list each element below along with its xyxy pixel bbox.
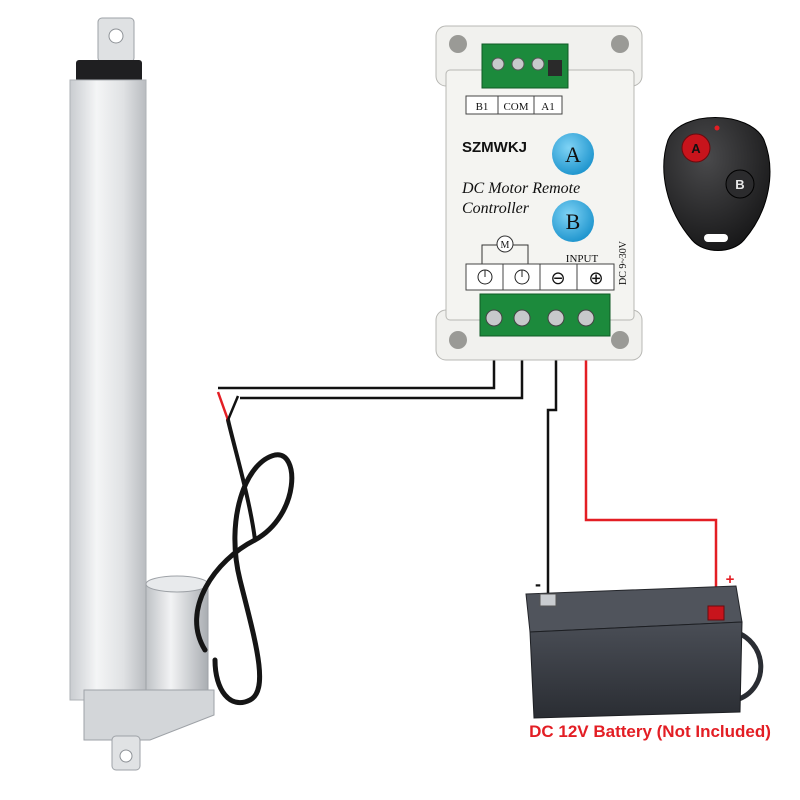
controller-title-line1: DC Motor Remote [461, 180, 580, 197]
controller-button-b-label: B [566, 209, 581, 234]
terminal-screw [513, 309, 531, 327]
controller-button-b[interactable] [552, 200, 594, 242]
controller-button-a-label: A [565, 142, 581, 167]
remote-led [714, 125, 720, 131]
battery-negative-wire [546, 330, 558, 598]
linear-actuator [69, 17, 215, 771]
actuator-tube [69, 79, 147, 701]
mount-hole [611, 331, 629, 349]
relay-component [548, 60, 562, 76]
battery-plus-label: + [726, 571, 735, 588]
mount-hole [611, 35, 629, 53]
terminal-screw [531, 57, 545, 71]
remote-button-a-label: A [691, 141, 701, 156]
positive-terminal-symbol: ⊕ [588, 268, 603, 288]
actuator-lead-black [226, 395, 240, 421]
mount-hole [449, 35, 467, 53]
battery-positive-wire [584, 330, 718, 605]
remote-fob: A B [663, 117, 771, 251]
actuator-gearbox [83, 689, 215, 741]
input-label: INPUT [566, 253, 599, 265]
motor-symbol [496, 235, 514, 253]
relay-label-b1: B1 [476, 101, 489, 113]
controller-brand: SZMWKJ [462, 139, 527, 156]
terminal-screw [577, 309, 595, 327]
relay-label-strip [465, 95, 563, 115]
battery: - + [525, 571, 764, 719]
actuator-cable-lead [226, 418, 257, 542]
remote-button-a[interactable] [681, 133, 711, 163]
negative-terminal-symbol: ⊖ [550, 268, 565, 288]
actuator-seal-ring [76, 60, 142, 82]
controller-box: B1 COM A1 SZMWKJ DC Motor Remote Control… [435, 25, 643, 361]
actuator-motor-cap [145, 575, 209, 593]
terminal-screw [485, 309, 503, 327]
actuator-cable [194, 452, 295, 705]
battery-positive-terminal [707, 605, 725, 621]
actuator-bottom-hole [119, 749, 133, 763]
actuator-top-hole [108, 28, 124, 44]
actuator-lead-red [216, 391, 230, 421]
voltage-label: DC 9~30V [618, 240, 629, 285]
remote-button-b[interactable] [725, 169, 755, 199]
controller-title-line2: Controller [462, 200, 530, 217]
mount-hole [449, 331, 467, 349]
battery-minus-label: - [535, 574, 541, 594]
motor-symbol-label: M [501, 240, 510, 251]
controller-button-a[interactable] [552, 133, 594, 175]
relay-label-a1: A1 [541, 101, 554, 113]
remote-button-b-label: B [735, 177, 744, 192]
terminal-screw [511, 57, 525, 71]
battery-caption: DC 12V Battery (Not Included) [529, 722, 771, 741]
remote-key-ring-hole [704, 234, 728, 242]
battery-negative-terminal [539, 593, 557, 607]
terminal-screw [547, 309, 565, 327]
relay-label-com: COM [503, 101, 528, 113]
terminal-screw [491, 57, 505, 71]
battery-body [529, 621, 743, 719]
